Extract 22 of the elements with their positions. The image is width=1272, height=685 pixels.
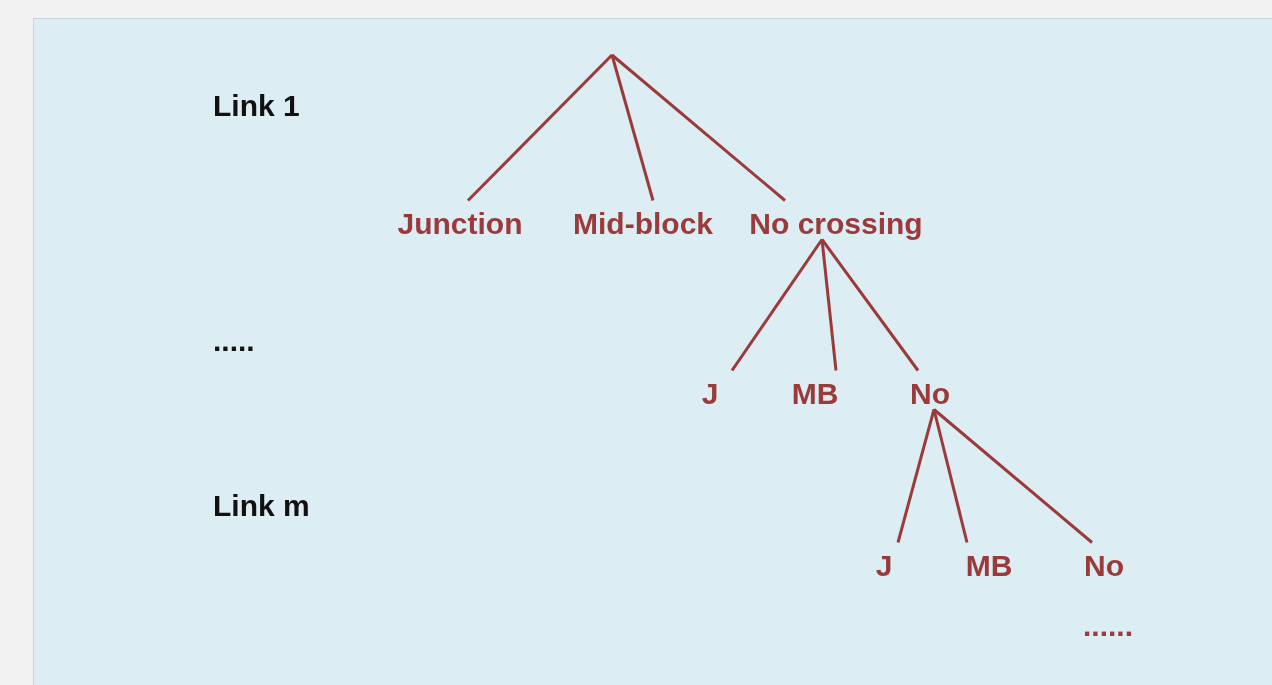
tree-node-text: J (701, 370, 719, 410)
tree-branch-line (820, 238, 920, 372)
tree-branch-line (896, 409, 936, 543)
tree-node-text: MB (791, 370, 839, 410)
tree-node-text: No crossing (749, 200, 923, 240)
tree-branch-line (932, 409, 969, 543)
tree-branch-line (933, 408, 1093, 544)
row-label: Link m (213, 488, 310, 522)
tree-node-text: No (1084, 542, 1124, 582)
tree-branch-line (820, 239, 838, 371)
tree-node-text: Mid-block (573, 200, 713, 240)
tree-branch-line (466, 53, 614, 202)
tree-node-text: No (910, 370, 950, 410)
ellipsis: ..... (213, 323, 255, 357)
tree-branch-line (610, 54, 655, 201)
row-label: Link 1 (213, 88, 300, 122)
tree-branch-line (730, 238, 824, 372)
tree-node-text: J (875, 542, 893, 582)
tree-node-text: MB (965, 542, 1013, 582)
ellipsis: ...... (1083, 608, 1133, 642)
tree-node-text: Junction (397, 200, 523, 240)
tree-branch-line (611, 53, 786, 202)
